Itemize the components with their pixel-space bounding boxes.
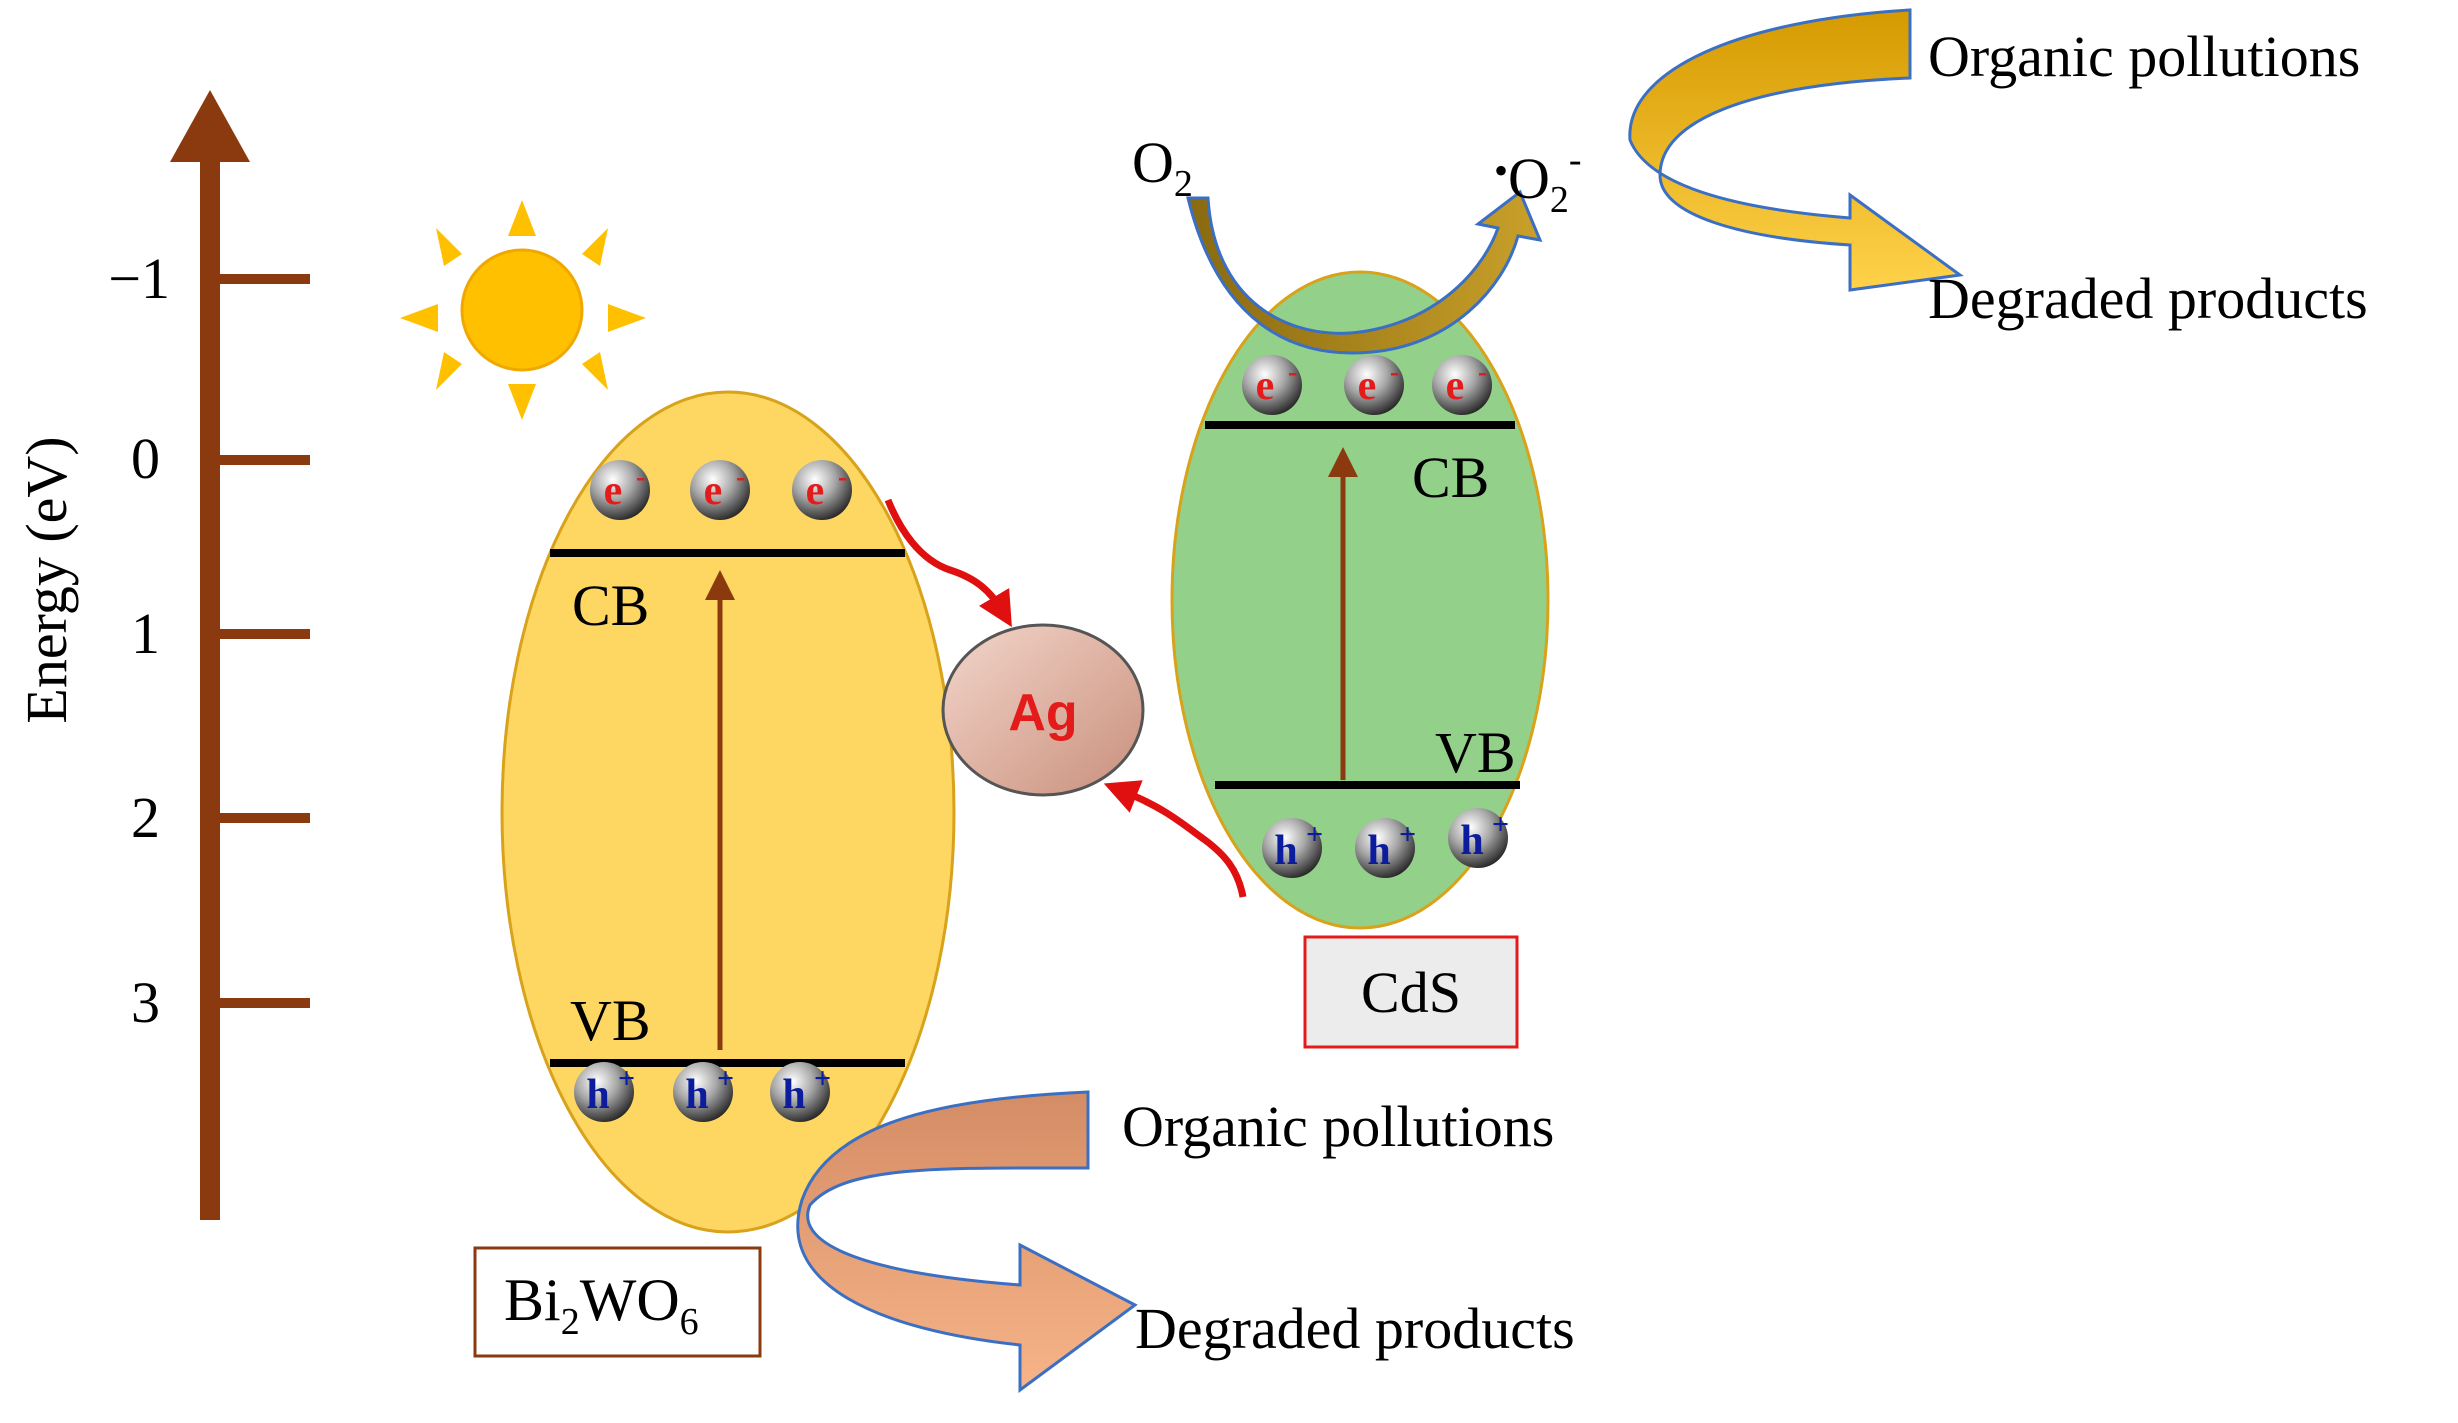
axis-tick-label: −1: [108, 246, 170, 311]
bi2wo6-semiconductor: CB VB: [500, 390, 956, 1234]
svg-text:e: e: [604, 468, 623, 514]
axis-tick-label: 1: [131, 601, 160, 666]
axis-tick-mark: [210, 998, 310, 1008]
axis-tick-mark: [210, 274, 310, 284]
superoxide-label: •O2-: [1494, 139, 1582, 221]
svg-text:e: e: [1446, 363, 1465, 409]
svg-text:-: -: [838, 462, 847, 493]
cds-name: CdS: [1361, 960, 1461, 1025]
axis-tick-mark: [210, 629, 310, 639]
o2-reduction-arrow: [1186, 189, 1543, 355]
axis-tick-label: 2: [131, 785, 160, 850]
svg-text:h: h: [586, 1072, 609, 1118]
bi2wo6-band-region: [500, 390, 956, 1234]
svg-text:-: -: [636, 462, 645, 493]
top-organic-pollutions-label: Organic pollutions: [1928, 24, 2360, 89]
bi2wo6-cb-label: CB: [572, 573, 649, 638]
svg-text:h: h: [1460, 818, 1483, 864]
svg-text:h: h: [782, 1072, 805, 1118]
cds-hole: h +: [1448, 808, 1509, 868]
top-degradation-arrow: [1628, 8, 1964, 292]
hole-transfer-arrow: [1103, 780, 1247, 898]
axis-tick-mark: [210, 813, 310, 823]
ag-nanoparticle: Ag: [941, 623, 1145, 797]
electron-transfer-arrow: [884, 498, 1012, 628]
sun-icon: [400, 200, 646, 420]
cds-cb-label: CB: [1412, 445, 1489, 510]
axis-arrowhead: [170, 90, 250, 162]
bi2wo6-hole: h +: [673, 1062, 734, 1122]
cds-electron: e -: [1432, 355, 1492, 415]
bi2wo6-name-box: Bi2WO6: [473, 1246, 762, 1358]
svg-text:+: +: [1399, 818, 1416, 851]
svg-text:-: -: [736, 462, 745, 493]
cds-vb-label: VB: [1435, 720, 1516, 785]
svg-text:-: -: [1478, 357, 1487, 388]
cds-hole: h +: [1355, 818, 1416, 878]
axis-shaft: [200, 158, 220, 1220]
axis-tick-mark: [210, 455, 310, 465]
cds-name-box: CdS: [1303, 935, 1519, 1049]
bi2wo6-electron: e -: [690, 460, 750, 520]
cds-band-region: [1170, 270, 1550, 930]
svg-text:e: e: [1358, 363, 1377, 409]
bottom-degraded-products-label: Degraded products: [1135, 1296, 1575, 1361]
o2-label: O2: [1132, 130, 1193, 205]
energy-axis: −1 0 1 2 3 Energy (eV): [14, 90, 310, 1220]
bottom-degradation-arrow: [796, 1090, 1138, 1393]
svg-text:h: h: [1274, 828, 1297, 874]
top-degraded-products-label: Degraded products: [1928, 266, 2368, 331]
cds-hole: h +: [1262, 818, 1323, 878]
svg-text:e: e: [1256, 363, 1275, 409]
cds-electron: e -: [1344, 355, 1404, 415]
cds-semiconductor: CB VB: [1170, 270, 1550, 930]
svg-text:+: +: [814, 1062, 831, 1095]
bottom-organic-pollutions-label: Organic pollutions: [1122, 1094, 1554, 1159]
axis-tick-label: 0: [131, 426, 160, 491]
svg-text:h: h: [1367, 828, 1390, 874]
svg-text:e: e: [704, 468, 723, 514]
bi2wo6-name: Bi2WO6: [504, 1267, 699, 1343]
svg-text:-: -: [1288, 357, 1297, 388]
bi2wo6-hole: h +: [574, 1062, 635, 1122]
axis-label: Energy (eV): [14, 436, 79, 723]
bi2wo6-hole: h +: [770, 1062, 831, 1122]
svg-text:h: h: [685, 1072, 708, 1118]
svg-text:+: +: [1306, 818, 1323, 851]
svg-text:e: e: [806, 468, 825, 514]
svg-text:+: +: [618, 1062, 635, 1095]
bi2wo6-electron: e -: [590, 460, 650, 520]
svg-text:-: -: [1390, 357, 1399, 388]
bi2wo6-vb-label: VB: [570, 988, 651, 1053]
axis-tick-label: 3: [131, 970, 160, 1035]
ag-label: Ag: [1008, 684, 1077, 742]
svg-text:+: +: [1492, 808, 1509, 841]
svg-text:+: +: [717, 1062, 734, 1095]
cds-electron: e -: [1242, 355, 1302, 415]
bi2wo6-electron: e -: [792, 460, 852, 520]
